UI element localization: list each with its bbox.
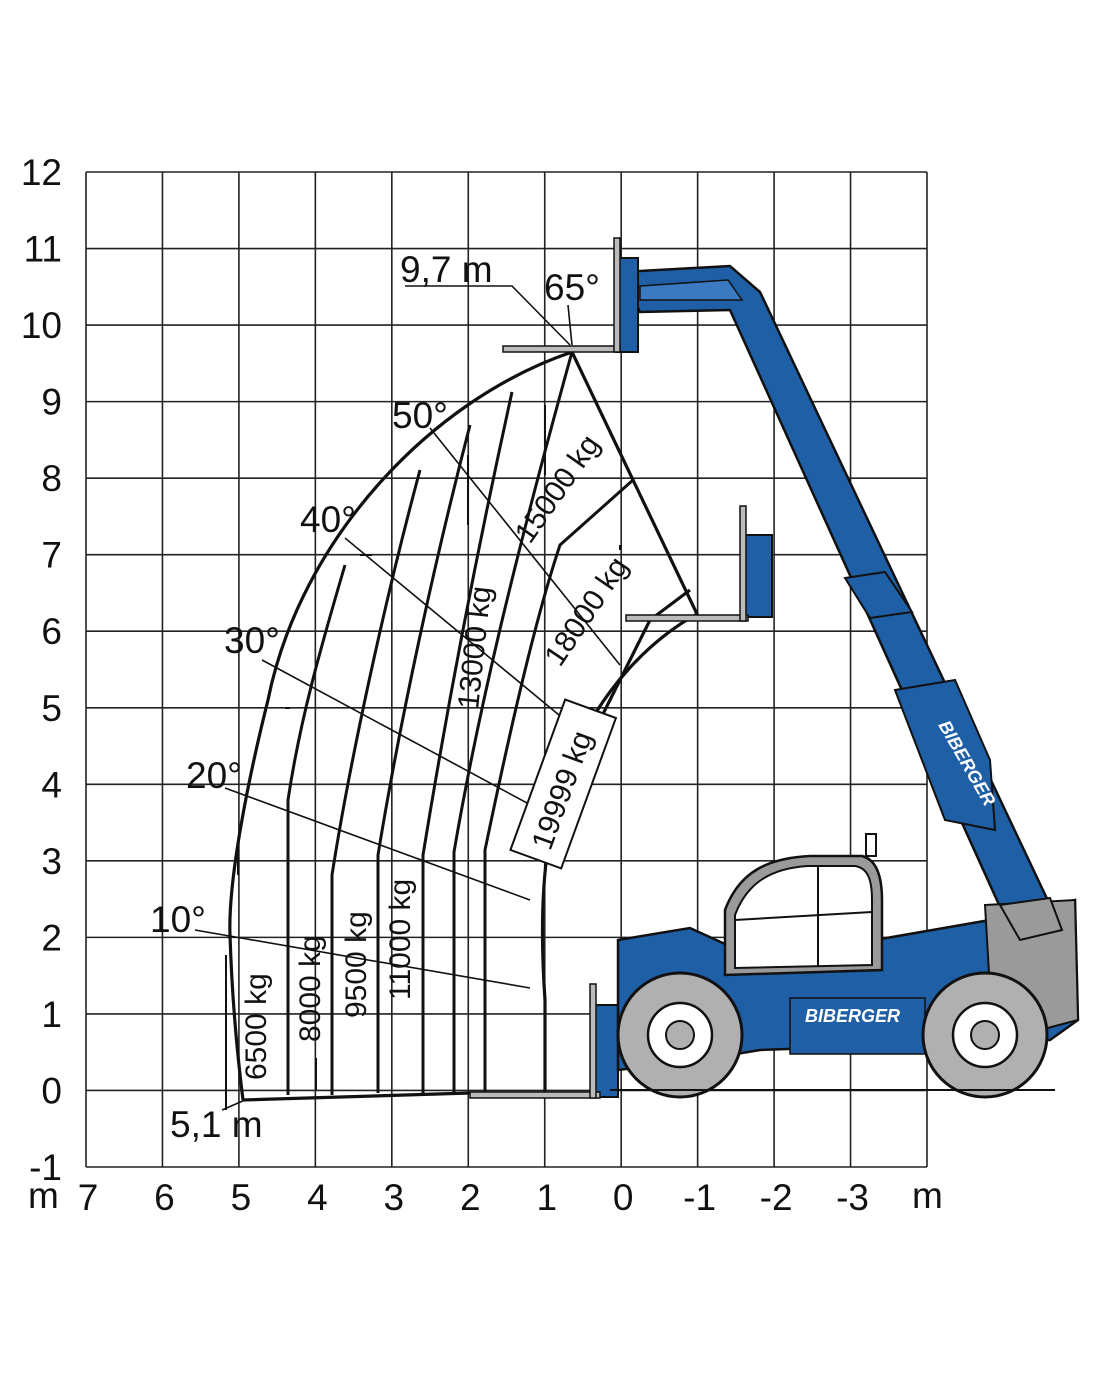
telehandler: BIBERGER BIBERGER — [469, 237, 1080, 1099]
x-tick-label: -2 — [760, 1177, 793, 1218]
fork-bottom-upright — [589, 983, 597, 1099]
boundary-15000 — [452, 351, 574, 1093]
boundary-8000 — [286, 564, 347, 1095]
angle-20-label: 20° — [186, 755, 242, 796]
envelope-outer-curve — [228, 350, 573, 1101]
leader-40 — [344, 537, 566, 721]
load-11000-label: 11000 kg — [384, 879, 417, 1000]
y-tick-label: 10 — [21, 305, 62, 346]
x-tick-label: 5 — [231, 1177, 252, 1218]
load-8000-label: 8000 kg — [294, 935, 327, 1042]
x-axis-ticks: 7 6 5 4 3 2 1 0 -1 -2 -3 — [78, 1177, 869, 1218]
leader-30 — [261, 659, 541, 811]
x-tick-label: 7 — [78, 1177, 99, 1218]
leader-20 — [224, 787, 531, 901]
fork-top-upright — [613, 237, 621, 353]
boundary-18000 — [483, 478, 634, 1093]
x-tick-label: 6 — [154, 1177, 175, 1218]
fork-sweep-curve — [598, 588, 691, 721]
leader-max-height — [405, 285, 571, 346]
y-tick-label: 6 — [41, 611, 62, 652]
x-tick-label: -1 — [683, 1177, 716, 1218]
boundary-9500 — [330, 469, 422, 1095]
y-tick-label: 11 — [24, 229, 62, 270]
y-tick-label: 12 — [21, 152, 62, 193]
load-zone-boundaries — [286, 351, 634, 1095]
boundary-13000 — [421, 391, 514, 1093]
leader-50 — [429, 427, 621, 666]
front-wheel — [616, 971, 744, 1099]
angle-10-label: 10° — [150, 899, 206, 940]
load-9500-label: 9500 kg — [340, 911, 373, 1018]
carriage-mid — [741, 534, 773, 618]
y-tick-label: 4 — [41, 764, 62, 805]
boom-pivot-plate — [998, 896, 1064, 942]
fork-bottom — [469, 1091, 601, 1099]
y-tick-label: 9 — [41, 382, 62, 423]
boom-cylinder-block — [843, 570, 914, 620]
boom-inner-section — [639, 279, 744, 301]
y-tick-label: 5 — [41, 688, 62, 729]
max-height-label: 9,7 m — [400, 249, 493, 290]
load-6500-label: 6500 kg — [240, 973, 273, 1080]
x-tick-label: -3 — [836, 1177, 869, 1218]
side-panel — [789, 997, 926, 1055]
angle-40-label: 40° — [300, 499, 356, 540]
fork-mid-upright — [739, 505, 747, 622]
boom-side-plate — [893, 678, 997, 832]
y-tick-label: 7 — [41, 535, 62, 576]
x-tick-label: 0 — [613, 1177, 634, 1218]
callout-leaders — [194, 285, 621, 1111]
marker-ticks — [225, 405, 621, 1110]
y-tick-label: 1 — [41, 994, 62, 1035]
max-reach-label: 5,1 m — [170, 1104, 263, 1145]
x-tick-label: 2 — [460, 1177, 481, 1218]
y-tick-label: 3 — [41, 841, 62, 882]
body-brand-logo: BIBERGER — [805, 1006, 900, 1026]
x-tick-label: 1 — [536, 1177, 557, 1218]
leader-10 — [194, 929, 531, 989]
beacon — [865, 833, 877, 857]
x-unit-left: m — [28, 1175, 59, 1216]
load-13000-label: 13000 kg — [452, 585, 498, 711]
fork-top — [502, 345, 621, 353]
load-15000-label: 15000 kg — [509, 429, 607, 549]
rear-wheel — [921, 971, 1049, 1099]
x-unit-right: m — [912, 1175, 943, 1216]
angle-30-label: 30° — [224, 620, 280, 661]
angle-65-label: 65° — [544, 267, 600, 308]
leader-65 — [567, 304, 573, 346]
leader-max-reach — [221, 1099, 246, 1111]
angle-50-label: 50° — [392, 395, 448, 436]
x-tick-label: 4 — [307, 1177, 328, 1218]
boundary-11000 — [376, 424, 472, 1093]
y-tick-label: 2 — [41, 917, 62, 958]
y-tick-label: -1 — [29, 1147, 62, 1188]
fork-mid — [625, 614, 749, 622]
y-tick-label: 0 — [41, 1070, 62, 1111]
x-tick-label: 3 — [384, 1177, 405, 1218]
y-tick-label: 8 — [41, 458, 62, 499]
